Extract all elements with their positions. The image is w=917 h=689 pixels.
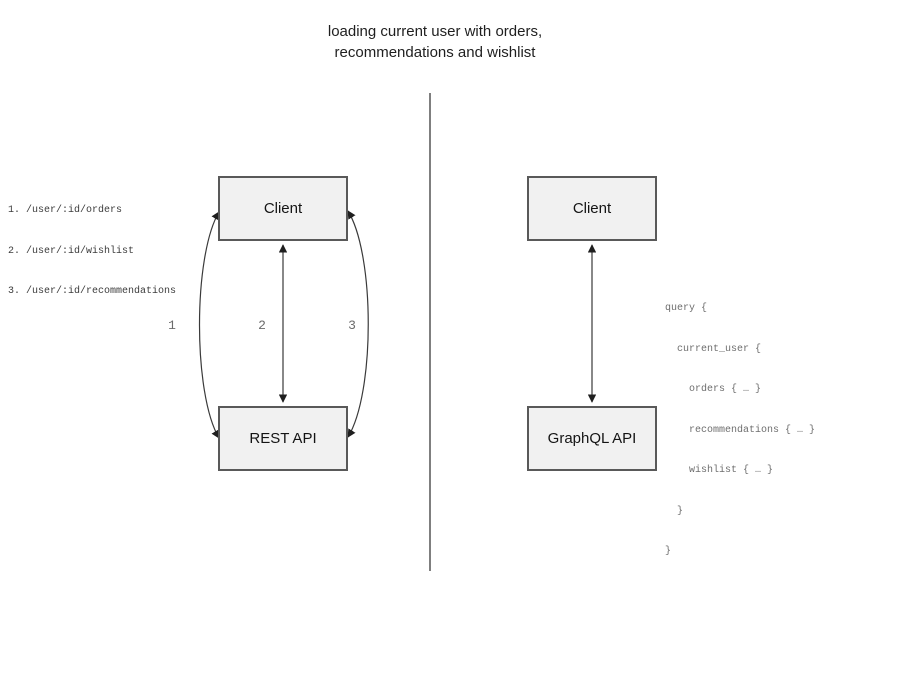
- arrow-1-orders: [198, 211, 220, 439]
- arrow-label-1: 1: [168, 318, 176, 333]
- diagram-title-line2: recommendations and wishlist: [334, 44, 536, 61]
- client-box-right-label: Client: [572, 200, 612, 217]
- graphql-query-snippet: query { current_user { orders { … } reco…: [665, 275, 815, 586]
- panel-divider: [429, 93, 431, 571]
- client-box-left: Client: [218, 176, 348, 241]
- graphql-api-box-label: GraphQL API: [547, 430, 637, 447]
- query-line: }: [665, 505, 684, 517]
- client-box-right: Client: [527, 176, 657, 241]
- endpoint-recommendations: 3. /user/:id/recommendations: [8, 286, 177, 297]
- rest-api-box-label: REST API: [249, 430, 317, 447]
- query-line: }: [665, 546, 672, 557]
- arrow-label-2: 2: [258, 318, 266, 333]
- query-line: current_user {: [665, 343, 762, 355]
- client-box-left-label: Client: [263, 200, 303, 217]
- diagram-title-line1: loading current user with orders,: [327, 23, 543, 40]
- rest-endpoint-list: 1. /user/:id/orders 2. /user/:id/wishlis…: [8, 177, 176, 326]
- query-line: orders { … }: [665, 384, 762, 395]
- query-line: query {: [665, 303, 708, 314]
- arrow-label-3: 3: [348, 318, 356, 333]
- graphql-api-box: GraphQL API: [527, 406, 657, 471]
- query-line: recommendations { … }: [665, 424, 816, 436]
- endpoint-orders: 1. /user/:id/orders: [8, 205, 123, 216]
- query-line: wishlist { … }: [665, 465, 774, 476]
- diagram-title: loading current user with orders, recomm…: [0, 21, 870, 63]
- rest-api-box: REST API: [218, 406, 348, 471]
- endpoint-wishlist: 2. /user/:id/wishlist: [8, 245, 135, 257]
